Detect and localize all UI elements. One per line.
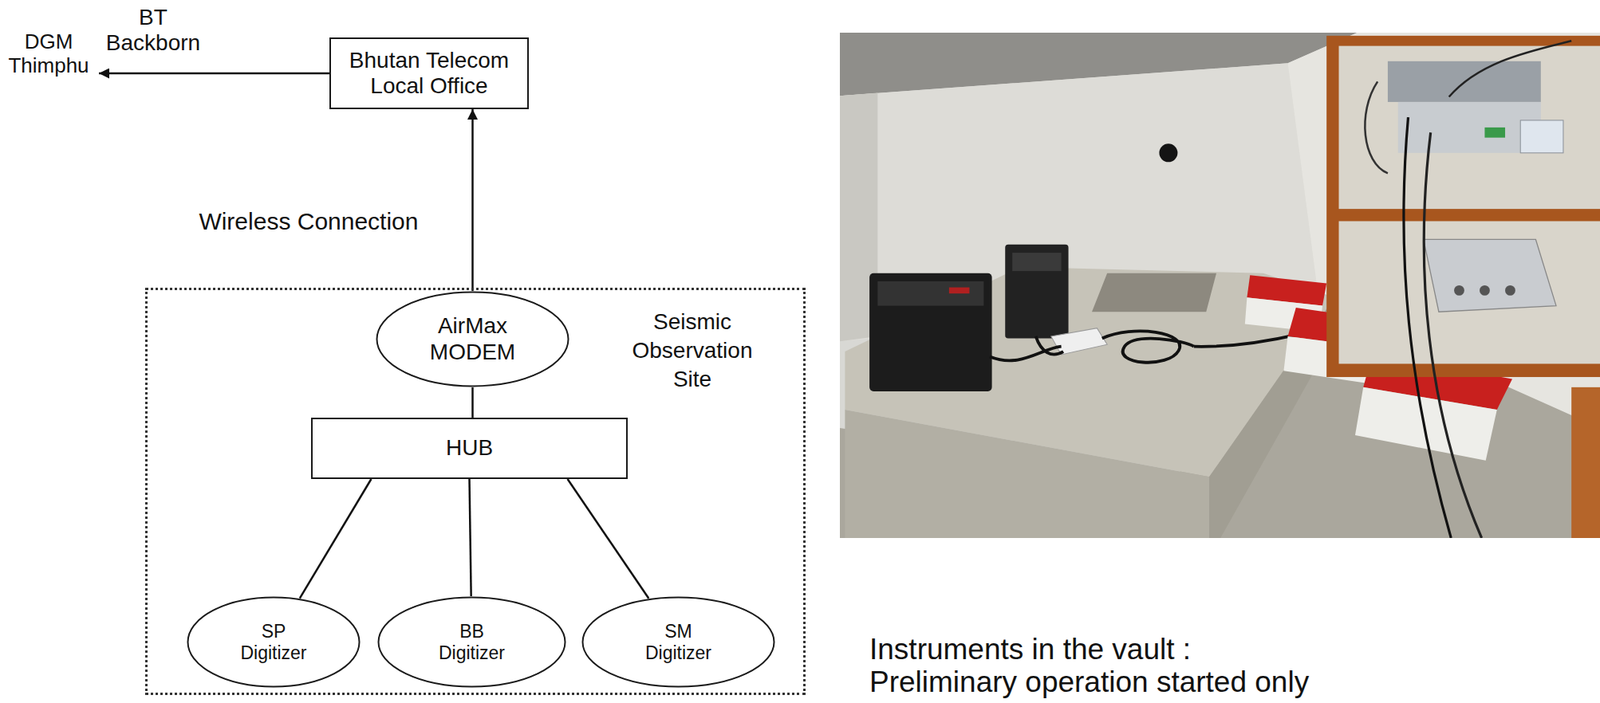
node-text: HUB <box>445 435 493 462</box>
destination-text: DGM Thimphu <box>4 30 93 79</box>
seismometer-small-panel <box>1012 252 1061 272</box>
node-text: Seismic Observation Site <box>612 307 773 395</box>
link-line <box>567 479 650 600</box>
cable <box>1423 132 1482 539</box>
office-box: Bhutan Telecom Local Office <box>329 37 529 110</box>
digitizer-ellipse: SP Digitizer <box>186 596 361 689</box>
node-text: SM Digitizer <box>634 621 722 664</box>
cable <box>1036 336 1065 355</box>
node-text: BB Digitizer <box>429 621 515 664</box>
digitizer-case <box>1423 239 1557 312</box>
site-region: Seismic Observation Site AirMax MODEM HUB S… <box>145 287 806 696</box>
cabinet-frame <box>1326 35 1600 378</box>
cabinet-shelf <box>1339 220 1600 364</box>
modem-ellipse: AirMax MODEM <box>375 291 570 388</box>
node-text: SP Digitizer <box>234 621 313 664</box>
arrow-line <box>98 72 330 75</box>
cable-coil <box>1102 331 1195 363</box>
note-text: Instruments in the vault : <box>869 633 1191 667</box>
arrow-line <box>471 109 474 292</box>
ellipse-shape <box>583 598 775 688</box>
connector <box>1479 285 1490 296</box>
battery-body <box>1355 387 1498 462</box>
node-text: DGM Thimphu <box>4 30 93 79</box>
cable <box>1449 40 1573 97</box>
network-hub <box>1520 120 1564 154</box>
recorder-unit <box>1398 102 1541 154</box>
digitizer-ellipse: SM Digitizer <box>581 596 776 689</box>
link-line <box>471 387 474 418</box>
link-line <box>299 479 372 600</box>
vault-photo <box>839 32 1600 539</box>
connector-label: Wireless Connection <box>198 208 418 237</box>
ellipse-shape <box>377 292 569 387</box>
hub-box: HUB <box>311 417 628 480</box>
ellipse-shape <box>378 598 566 688</box>
junction-box <box>1051 328 1108 355</box>
photo-ground <box>839 32 1600 539</box>
seismometer-panel <box>877 281 984 307</box>
seismometer <box>869 273 993 392</box>
link-line <box>469 479 472 597</box>
connector <box>1454 285 1465 296</box>
wall-hole <box>1158 143 1178 162</box>
cabinet-shelf <box>1339 46 1600 210</box>
connector <box>1505 285 1516 296</box>
node-text: Bhutan Telecom Local Office <box>338 47 520 99</box>
node-text: AirMax MODEM <box>424 313 522 365</box>
note-text: Preliminary operation started only <box>869 666 1309 699</box>
seismometer-tag <box>949 287 970 295</box>
pier-front <box>844 409 1210 539</box>
door-frame <box>1571 387 1600 539</box>
cable <box>1364 81 1388 174</box>
seismometer-small <box>1004 244 1068 339</box>
connector-label: BT Backborn <box>99 4 208 56</box>
pier-pit <box>1091 273 1217 313</box>
terminal-block <box>1484 127 1506 138</box>
ellipse-shape <box>188 598 360 688</box>
digitizer-ellipse: BB Digitizer <box>377 596 567 689</box>
